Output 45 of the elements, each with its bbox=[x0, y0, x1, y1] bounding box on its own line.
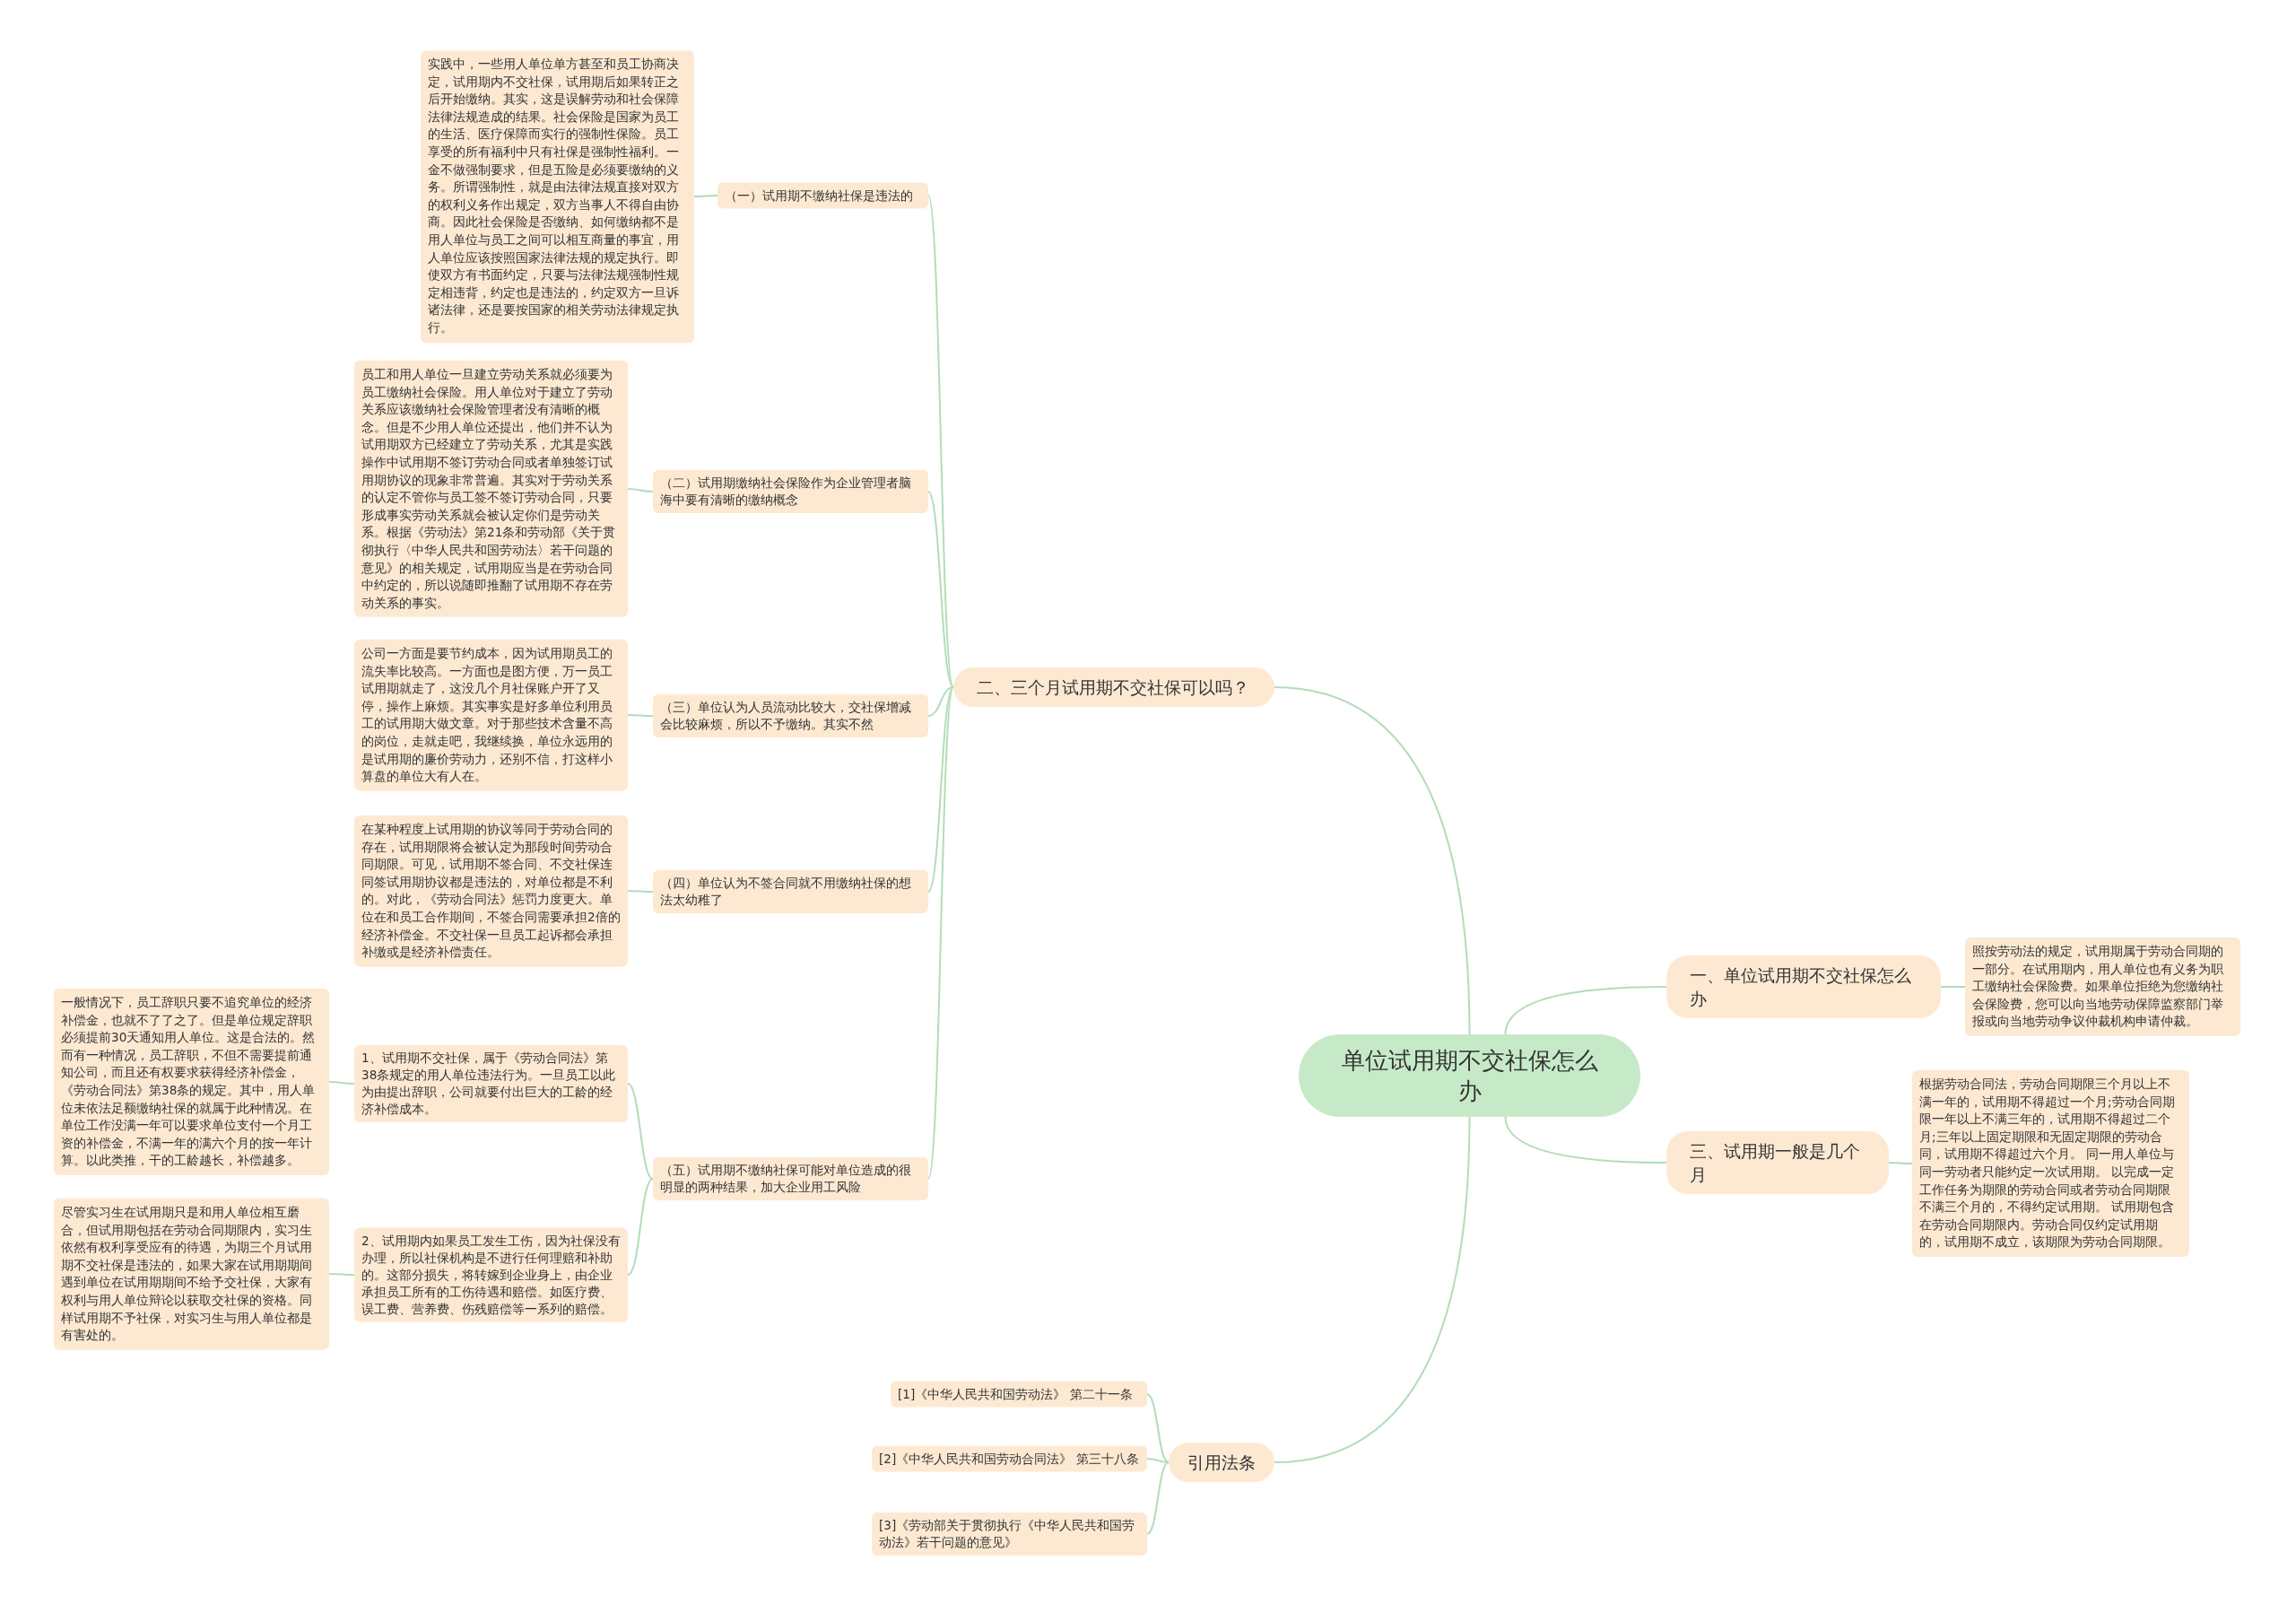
connector bbox=[1146, 1458, 1170, 1463]
connector bbox=[627, 1083, 654, 1180]
connector bbox=[1146, 1461, 1170, 1535]
topic-pill: 二、三个月试用期不交社保可以吗？ bbox=[953, 667, 1274, 707]
subtopic-box: [1]《中华人民共和国劳动法》 第二十一条 bbox=[891, 1381, 1147, 1408]
central-topic: 单位试用期不交社保怎么办 bbox=[1299, 1034, 1640, 1117]
connector bbox=[927, 686, 954, 1180]
topic-pill: 引用法条 bbox=[1169, 1443, 1274, 1482]
note-box: 实践中，一些用人单位单方甚至和员工协商决定，试用期内不交社保，试用期后如果转正之后开始缴纳。其实，这是误解劳动和社会保障法律法规造成的结果。社会保险是国家为员工的生活、医疗保障而实行的强制性保险。员工享受的所有福利中只有社保是强制性福利。一金不做强制要求，但是五险是必须要缴纳的义务。所谓强制性，就是由法律法规直接对双方的权利义务作出规定，双方当事人不得自由协商。因此社会保险是否缴纳、如何缴纳都不是用人单位与员工之间可以相互商量的事宜，用人单位应该按照国家法律法规的规定执行。即使双方有书面约定，只要与法律法规强制性规定相违背，约定也是违法的，约定双方一旦诉诸法律，还是要按国家的相关劳动法律规定执行。 bbox=[421, 50, 694, 343]
connector bbox=[328, 1273, 355, 1276]
connector bbox=[1146, 1393, 1170, 1463]
topic-pill: 三、试用期一般是几个月 bbox=[1666, 1131, 1889, 1194]
note-box: 公司一方面是要节约成本，因为试用期员工的流失率比较高。一方面也是图方便，万一员工试用期就走了，这没几个月社保账户开了又停，操作上麻烦。其实事实是好多单位利用员工的试用期大做文章。对于那些技术含量不高的岗位，走就走吧，我继续换，单位永远用的是试用期的廉价劳动力，还别不信，打这样小算盘的单位大有人在。 bbox=[354, 639, 628, 791]
subtopic-box: 2、试用期内如果员工发生工伤，因为社保没有办理，所以社保机构是不进行任何理赔和补助的。这部分损失，将转嫁到企业身上，由企业承担员工所有的工伤待遇和赔偿。如医疗费、误工费、营养费、伤残赔偿等一系列的赔偿。 bbox=[354, 1227, 628, 1322]
subtopic-box: （四）单位认为不签合同就不用缴纳社保的想法太幼稚了 bbox=[653, 870, 928, 913]
connector bbox=[693, 195, 718, 197]
connector bbox=[927, 491, 954, 688]
connector bbox=[927, 686, 954, 717]
note-box: 一般情况下，员工辞职只要不追究单位的经济补偿金，也就不了了之了。但是单位规定辞职必须提前30天通知用人单位。这是合法的。然而有一种情况，员工辞职，不但不需要提前通知公司，而且还有权要求获得经济补偿金，《劳动合同法》第38条的规定。其中，用人单位未依法足额缴纳社保的就属于此种情况。在单位工作没满一年可以要求单位支付一个月工资的补偿金，不满一年的满六个月的按一年计算。以此类推，干的工龄越长，补偿越多。 bbox=[54, 989, 329, 1175]
connector bbox=[627, 890, 654, 893]
connector bbox=[927, 195, 954, 688]
connector bbox=[627, 714, 654, 717]
note-box: 根据劳动合同法，劳动合同期限三个月以上不满一年的，试用期不得超过一个月;劳动合同期限一年以上不满三年的，试用期不得超过二个月;三年以上固定期限和无固定期限的劳动合同，试用期不得超过六个月。 同一用人单位与同一劳动者只能约定一次试用期。 以完成一定工作任务为期限的劳动合同或者劳动合同期限不满三个月的，不得约定试用期。 试用期包含在劳动合同期限内。劳动合同仅约定试用期的，试用期不成立，该期限为劳动合同期限。 bbox=[1912, 1070, 2189, 1257]
note-box: 在某种程度上试用期的协议等同于劳动合同的存在，试用期限将会被认定为那段时间劳动合同期限。可见，试用期不签合同、不交社保连同签试用期协议都是违法的，对单位都是不利的。对此，《劳动合同法》惩罚力度更大。单位在和员工合作期间，不签合同需要承担2倍的经济补偿金。不交社保一旦员工起诉都会承担补缴或是经济补偿责任。 bbox=[354, 815, 628, 967]
subtopic-box: （五）试用期不缴纳社保可能对单位造成的很明显的两种结果，加大企业用工风险 bbox=[653, 1157, 928, 1200]
connector bbox=[1274, 686, 1471, 1035]
subtopic-box: [2]《中华人民共和国劳动合同法》 第三十八条 bbox=[872, 1445, 1147, 1472]
subtopic-box: （三）单位认为人员流动比较大，交社保增减会比较麻烦，所以不予缴纳。其实不然 bbox=[653, 694, 928, 737]
note-box: 尽管实习生在试用期只是和用人单位相互磨合，但试用期包括在劳动合同期限内，实习生依然有权利享受应有的待遇，为期三个月试用期不交社保是违法的，如果大家在试用期期间遇到单位在试用期期间不给予交社保，大家有权利与用人单位辩论以获取交社保的资格。同样试用期不予社保，对实习生与用人单位都是有害处的。 bbox=[54, 1198, 329, 1350]
connector bbox=[1940, 986, 1966, 988]
connector bbox=[927, 686, 954, 893]
subtopic-box: 1、试用期不交社保，属于《劳动合同法》第38条规定的用人单位违法行为。一旦员工以此为由提出辞职，公司就要付出巨大的工龄的经济补偿成本。 bbox=[354, 1045, 628, 1122]
topic-pill: 一、单位试用期不交社保怎么办 bbox=[1666, 955, 1941, 1018]
connector bbox=[1888, 1162, 1913, 1164]
connector bbox=[328, 1081, 355, 1085]
connector bbox=[1504, 1116, 1667, 1164]
note-box: 照按劳动法的规定，试用期属于劳动合同期的一部分。在试用期内，用人单位也有义务为职工缴纳社会保险费。如果单位拒绝为您缴纳社会保险费，您可以向当地劳动保障监察部门举报或向当地劳动争议仲裁机构申请仲裁。 bbox=[1965, 937, 2240, 1036]
connector bbox=[1504, 986, 1667, 1035]
connector bbox=[1274, 1116, 1471, 1463]
subtopic-box: （一）试用期不缴纳社保是违法的 bbox=[718, 182, 928, 209]
connector bbox=[627, 1178, 654, 1276]
connector bbox=[627, 488, 654, 493]
subtopic-box: （二）试用期缴纳社会保险作为企业管理者脑海中要有清晰的缴纳概念 bbox=[653, 470, 928, 513]
subtopic-box: [3]《劳动部关于贯彻执行《中华人民共和国劳动法》若干问题的意见》 bbox=[872, 1513, 1147, 1556]
note-box: 员工和用人单位一旦建立劳动关系就必须要为员工缴纳社会保险。用人单位对于建立了劳动关系应该缴纳社会保险管理者没有清晰的概念。但是不少用人单位还提出，他们并不认为试用期双方已经建立了劳动关系，尤其是实践操作中试用期不签订劳动合同或者单独签订试用期协议的现象非常普遍。其实对于劳动关系的认定不管你与员工签不签订劳动合同，只要形成事实劳动关系就会被认定你们是劳动关系。根据《劳动法》第21条和劳动部《关于贯彻执行〈中华人民共和国劳动法〉若干问题的意见》的相关规定，试用期应当是在劳动合同中约定的，所以说随即推翻了试用期不存在劳动关系的事实。 bbox=[354, 360, 628, 618]
